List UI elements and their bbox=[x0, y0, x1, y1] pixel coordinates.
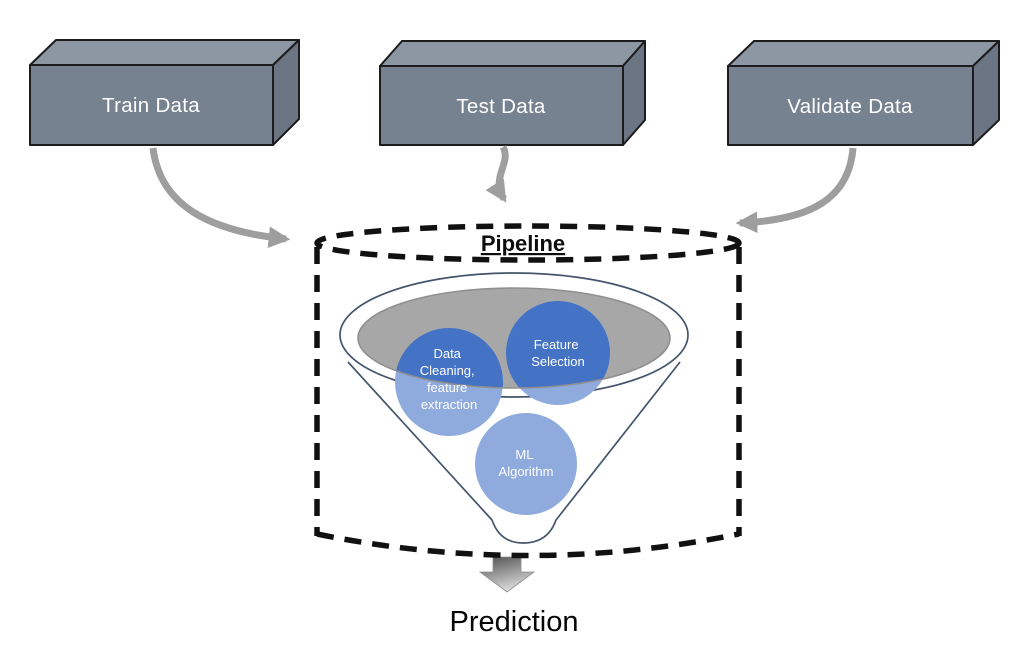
submerged-circle-parts bbox=[395, 301, 610, 388]
feature-selection-circle-dark bbox=[506, 301, 610, 388]
test-data-box: Test Data bbox=[379, 40, 646, 146]
label-line: Feature bbox=[534, 337, 579, 352]
prediction-arrow-icon bbox=[478, 556, 536, 593]
box-front-face bbox=[727, 65, 974, 146]
arrow-test-to-pipeline bbox=[485, 145, 509, 203]
prediction-label: Prediction bbox=[450, 606, 579, 638]
pipeline-title: Pipeline bbox=[481, 231, 565, 256]
train-data-label: Train Data bbox=[102, 94, 200, 117]
data-cleaning-circle-dark bbox=[395, 328, 503, 388]
arrow-validate-to-pipeline bbox=[735, 147, 857, 234]
box-front-face bbox=[379, 65, 624, 146]
label-line: extraction bbox=[421, 397, 477, 412]
validate-data-label: Validate Data bbox=[787, 95, 913, 118]
label-line: ML bbox=[515, 447, 533, 462]
ml-algorithm-label: ML Algorithm bbox=[499, 447, 554, 479]
ml-algorithm-circle bbox=[475, 413, 577, 515]
label-line: feature bbox=[427, 380, 467, 395]
funnel: Data Cleaning, feature extraction Featur… bbox=[339, 272, 689, 544]
funnel-rim-outline bbox=[339, 272, 689, 398]
label-line: Selection bbox=[531, 354, 584, 369]
pipeline-top-ellipse bbox=[314, 223, 742, 263]
data-cleaning-label: Data Cleaning, feature extraction bbox=[420, 346, 479, 412]
box-front-face bbox=[29, 64, 274, 146]
label-line: Algorithm bbox=[499, 464, 554, 479]
box-top-face bbox=[727, 40, 1000, 67]
validate-data-box: Validate Data bbox=[727, 40, 1000, 146]
pipeline-bottom-arc bbox=[316, 531, 740, 559]
feature-selection-label: Feature Selection bbox=[531, 337, 584, 369]
arrow-train-to-pipeline bbox=[149, 147, 291, 249]
pipeline-container: Pipeline bbox=[314, 223, 742, 559]
train-data-box: Train Data bbox=[29, 39, 300, 146]
label-line: Cleaning, bbox=[420, 363, 475, 378]
label-line: Data bbox=[433, 346, 461, 361]
gray-pool-edge bbox=[357, 287, 671, 389]
test-data-label: Test Data bbox=[456, 95, 546, 118]
box-top-face bbox=[379, 40, 646, 67]
box-top-face bbox=[29, 39, 300, 66]
